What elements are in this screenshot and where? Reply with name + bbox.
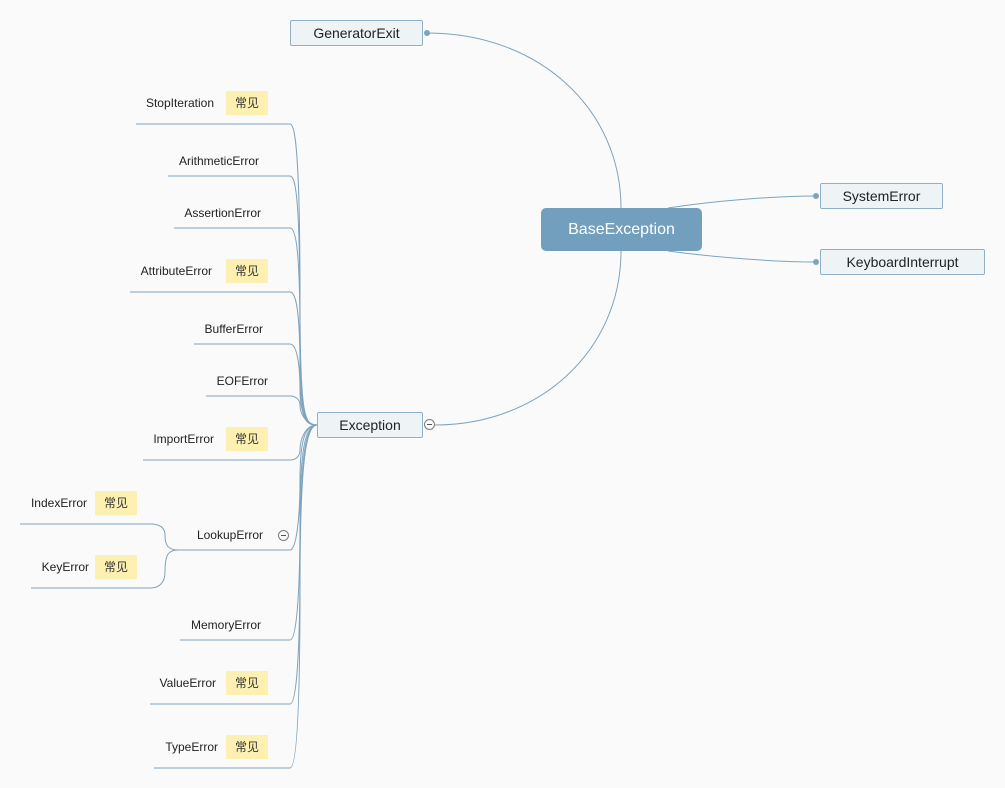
root-topic-base-exception[interactable]: BaseException <box>541 208 702 251</box>
connector-generator-exit <box>426 32 622 209</box>
common-tag: 常见 <box>226 259 268 283</box>
leaf-type-error[interactable]: TypeError <box>165 740 218 754</box>
common-tag: 常见 <box>226 671 268 695</box>
dot-icon <box>813 259 819 265</box>
common-tag: 常见 <box>226 427 268 451</box>
leaf-assertion-error[interactable]: AssertionError <box>184 206 261 220</box>
connector-exception <box>434 250 622 426</box>
leaf-eof-error[interactable]: EOFError <box>216 374 268 388</box>
dot-icon <box>424 30 430 36</box>
topic-system-error[interactable]: SystemError <box>820 183 943 209</box>
leaf-buffer-error[interactable]: BufferError <box>204 322 263 336</box>
leaf-arithmetic-error[interactable]: ArithmeticError <box>178 154 259 168</box>
connector-system-error <box>667 195 817 209</box>
minus-circle-icon[interactable] <box>278 530 289 541</box>
dot-icon <box>813 193 819 199</box>
leaf-lookup-error[interactable]: LookupError <box>196 528 263 542</box>
leaf-stop-iteration[interactable]: StopIteration <box>145 96 214 110</box>
minus-circle-icon[interactable] <box>424 419 435 430</box>
connector-keyboard-interrupt <box>667 250 817 263</box>
common-tag: 常见 <box>226 735 268 759</box>
topic-keyboard-interrupt[interactable]: KeyboardInterrupt <box>820 249 985 275</box>
leaf-value-error[interactable]: ValueError <box>159 676 216 690</box>
leaf-key-error[interactable]: KeyError <box>41 560 89 574</box>
topic-exception[interactable]: Exception <box>317 412 423 438</box>
leaf-import-error[interactable]: ImportError <box>153 432 214 446</box>
topic-generator-exit[interactable]: GeneratorExit <box>290 20 423 46</box>
leaf-attribute-error[interactable]: AttributeError <box>140 264 212 278</box>
common-tag: 常见 <box>95 555 137 579</box>
common-tag: 常见 <box>226 91 268 115</box>
common-tag: 常见 <box>95 491 137 515</box>
leaf-memory-error[interactable]: MemoryError <box>190 618 261 632</box>
leaf-index-error[interactable]: IndexError <box>30 496 87 510</box>
